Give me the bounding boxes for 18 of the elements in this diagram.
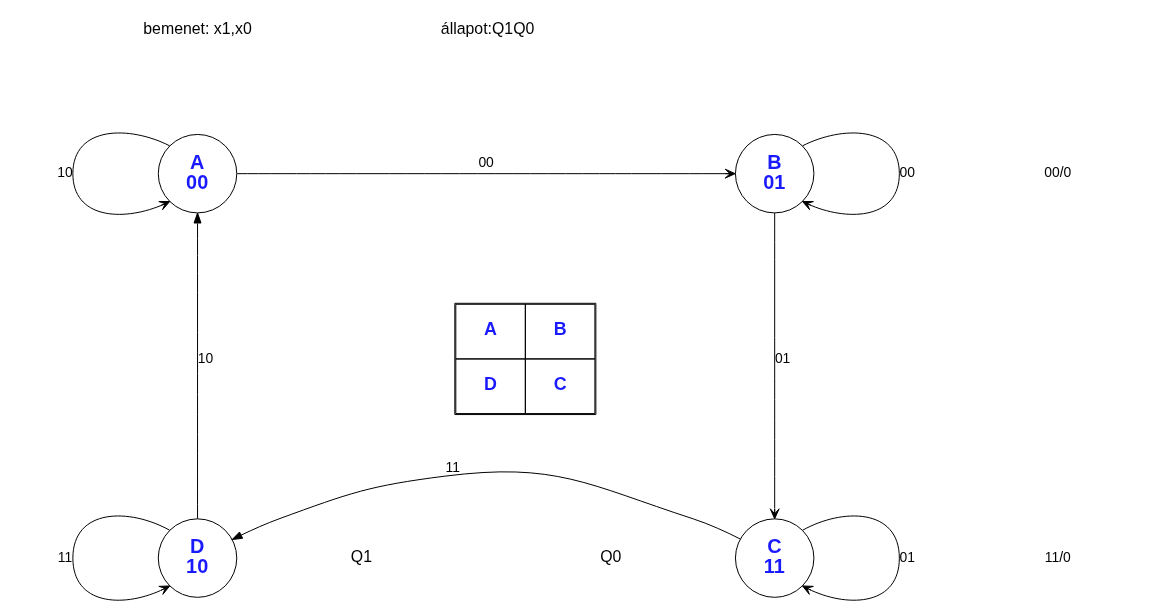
edge-label: 00 bbox=[899, 164, 915, 181]
label: állapot:Q1Q0 bbox=[440, 19, 534, 37]
edge-label: 11 bbox=[57, 548, 72, 565]
label: Q0 bbox=[599, 547, 621, 565]
label: Q1 bbox=[350, 547, 372, 565]
label: A bbox=[483, 318, 497, 339]
label: 00/0 bbox=[1043, 164, 1071, 181]
edge-label: 10 bbox=[197, 349, 213, 366]
edge-label: 01 bbox=[774, 349, 790, 366]
label: D bbox=[483, 373, 497, 394]
label: 11/0 bbox=[1044, 548, 1071, 565]
label: B bbox=[553, 318, 567, 339]
edge-label: 01 bbox=[899, 548, 915, 565]
edge-label: 10 bbox=[56, 164, 73, 181]
label: C bbox=[553, 373, 567, 394]
edge-label: 00 bbox=[477, 153, 494, 170]
edge-label: 11 bbox=[445, 459, 460, 476]
label: bemenet: x1,x0 bbox=[142, 19, 252, 37]
